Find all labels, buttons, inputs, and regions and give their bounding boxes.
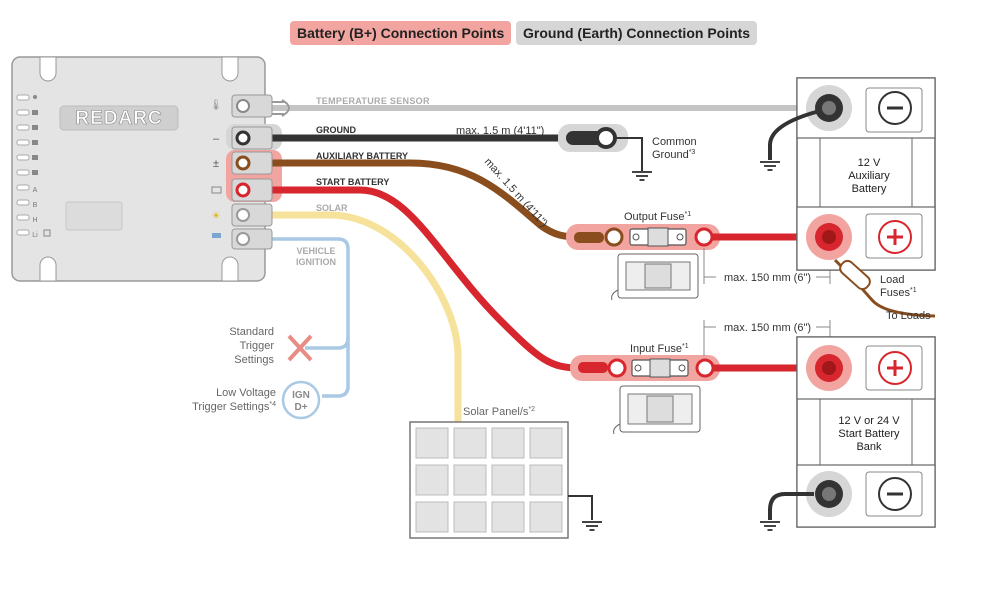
svg-text:A: A	[33, 187, 38, 194]
auxiliary-battery-wire	[262, 159, 600, 241]
svg-text:B: B	[33, 202, 38, 209]
aux-battery-name: Auxiliary	[848, 170, 890, 182]
label-vehicle: VEHICLE	[296, 246, 335, 256]
label-ignition: IGNITION	[296, 257, 336, 267]
svg-text:Li: Li	[32, 232, 38, 239]
redarc-charger: REDARC A B H Li 🌡 –	[11, 56, 266, 282]
ign-d-plus-icon: IGN D+	[281, 380, 321, 420]
redarc-logo: REDARC	[59, 105, 179, 131]
aux-battery-label: Battery	[852, 183, 887, 195]
load-fuses	[833, 258, 936, 318]
svg-text:±: ±	[213, 158, 219, 170]
device-terminals	[231, 94, 273, 250]
label-load-fuses: Fuses*1	[880, 287, 917, 299]
label-start-battery: START BATTERY	[316, 177, 389, 187]
label-settings: Settings	[234, 354, 274, 366]
solar-panel-ground	[568, 495, 603, 531]
label-ground: GROUND	[316, 125, 356, 135]
label-input-fuse: Input Fuse*1	[630, 343, 689, 355]
legend-ground-connection-points: Ground (Earth) Connection Points	[516, 21, 758, 45]
label-load: Load	[880, 274, 904, 286]
svg-text:H: H	[32, 217, 37, 224]
label-max-150-lower: max. 150 mm (6")	[724, 322, 811, 334]
svg-text:D+: D+	[294, 402, 307, 413]
input-fuse	[570, 355, 720, 381]
label-ground-length: max. 1.5 m (4'11")	[456, 125, 544, 137]
ground-wire	[262, 124, 653, 181]
label-max-150-upper: max. 150 mm (6")	[724, 272, 811, 284]
label-low-voltage-trigger: Trigger Settings*4	[192, 401, 276, 413]
label-common-ground: Ground*3	[652, 149, 695, 161]
svg-text:IGN: IGN	[292, 390, 310, 401]
svg-text:–: –	[213, 133, 220, 145]
start-battery-wire	[262, 186, 606, 372]
input-fuse-holder	[613, 385, 701, 435]
svg-text:REDARC: REDARC	[75, 108, 162, 129]
solar-panel	[409, 421, 569, 539]
label-aux-length: max. 1.5 m (4'11")	[482, 156, 550, 230]
aux-battery-ground	[759, 110, 817, 171]
start-battery-name: Start Battery	[838, 428, 900, 440]
standard-trigger-cross-icon	[287, 334, 313, 362]
label-solar: SOLAR	[316, 203, 348, 213]
label-to-loads: To Loads	[886, 310, 931, 322]
aux-battery-voltage: 12 V	[858, 157, 881, 169]
output-fuse	[566, 224, 720, 250]
label-trigger: Trigger	[240, 340, 275, 352]
start-battery-bank: 12 V or 24 V Start Battery Bank	[796, 336, 936, 528]
label-temperature-sensor: TEMPERATURE SENSOR	[316, 96, 430, 106]
label-output-fuse: Output Fuse*1	[624, 211, 691, 223]
label-common: Common	[652, 136, 697, 148]
start-battery-label: Bank	[856, 441, 882, 453]
indicator-strip: A B H Li	[16, 94, 51, 239]
label-low-voltage: Low Voltage	[216, 387, 276, 399]
label-solar-panel: Solar Panel/s*2	[463, 406, 535, 418]
start-battery-ground	[759, 492, 814, 531]
start-battery-voltage: 12 V or 24 V	[838, 415, 900, 427]
label-auxiliary-battery: AUXILIARY BATTERY	[316, 151, 408, 161]
auxiliary-battery: 12 V Auxiliary Battery	[796, 77, 936, 271]
label-standard: Standard	[229, 326, 274, 338]
output-fuse-holder	[611, 253, 699, 301]
svg-text:☀: ☀	[212, 211, 221, 222]
solar-wire	[262, 211, 462, 425]
vehicle-ignition-wire	[262, 237, 350, 398]
svg-text:🌡: 🌡	[210, 99, 223, 111]
legend-battery-connection-points: Battery (B+) Connection Points	[290, 21, 512, 45]
